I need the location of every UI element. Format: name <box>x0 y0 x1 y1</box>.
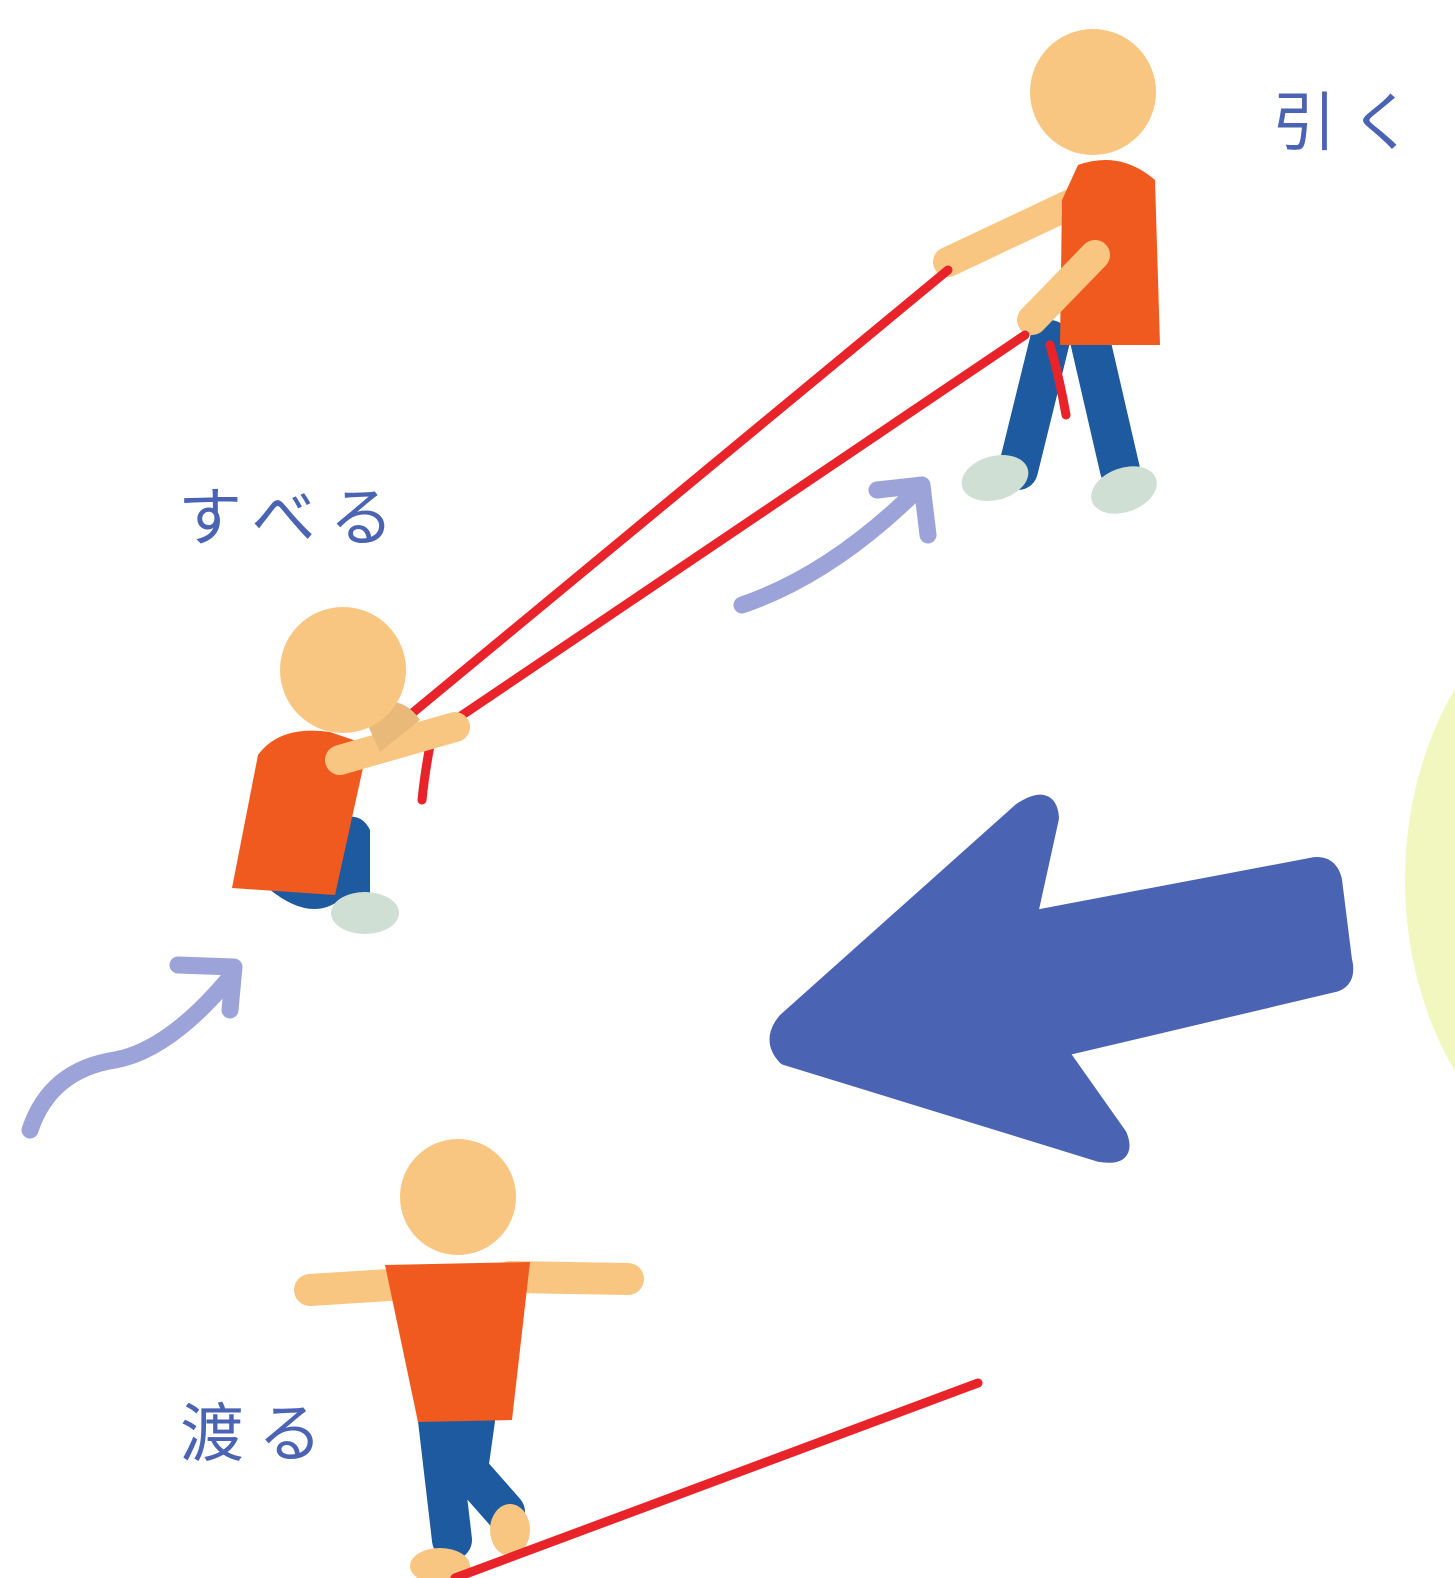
rope-2 <box>455 335 1025 720</box>
label-slide: すべる <box>178 487 408 551</box>
right-leg <box>1090 340 1120 470</box>
backdrop-circle <box>1405 570 1455 1190</box>
label-cross: 渡る <box>180 1403 336 1467</box>
person-pulling <box>948 29 1163 522</box>
ropes <box>410 270 1066 800</box>
right-shoe <box>1085 458 1164 523</box>
arrow-left-icon <box>777 802 1347 1156</box>
shoe <box>331 892 399 934</box>
curved-arrow-icon <box>30 965 234 1130</box>
tightrope <box>455 1383 978 1578</box>
leg-1 <box>438 1420 452 1540</box>
head <box>400 1139 516 1255</box>
shirt <box>385 1262 530 1422</box>
left-leg <box>1018 340 1050 470</box>
shirt <box>1060 160 1160 345</box>
leg-2 <box>468 1420 505 1512</box>
label-pull: 引く <box>1272 92 1428 156</box>
head <box>280 607 406 733</box>
rope-1 <box>410 270 948 715</box>
person-crossing <box>310 1139 628 1578</box>
head <box>1030 29 1156 155</box>
